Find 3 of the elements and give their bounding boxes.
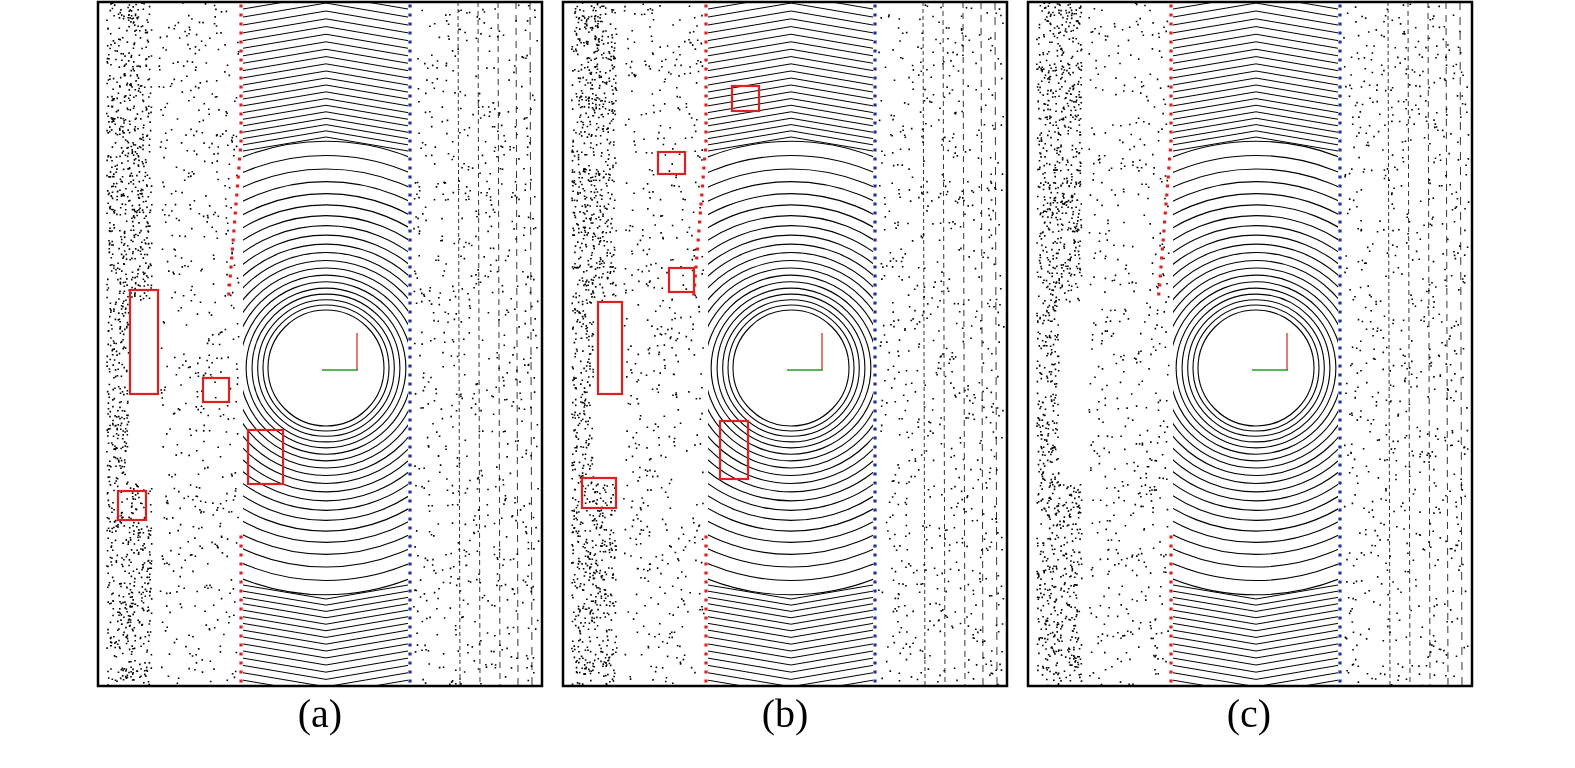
panel-label: (b): [760, 690, 810, 738]
panel-label: (c): [1225, 690, 1273, 738]
panel-label: (a): [296, 690, 344, 738]
